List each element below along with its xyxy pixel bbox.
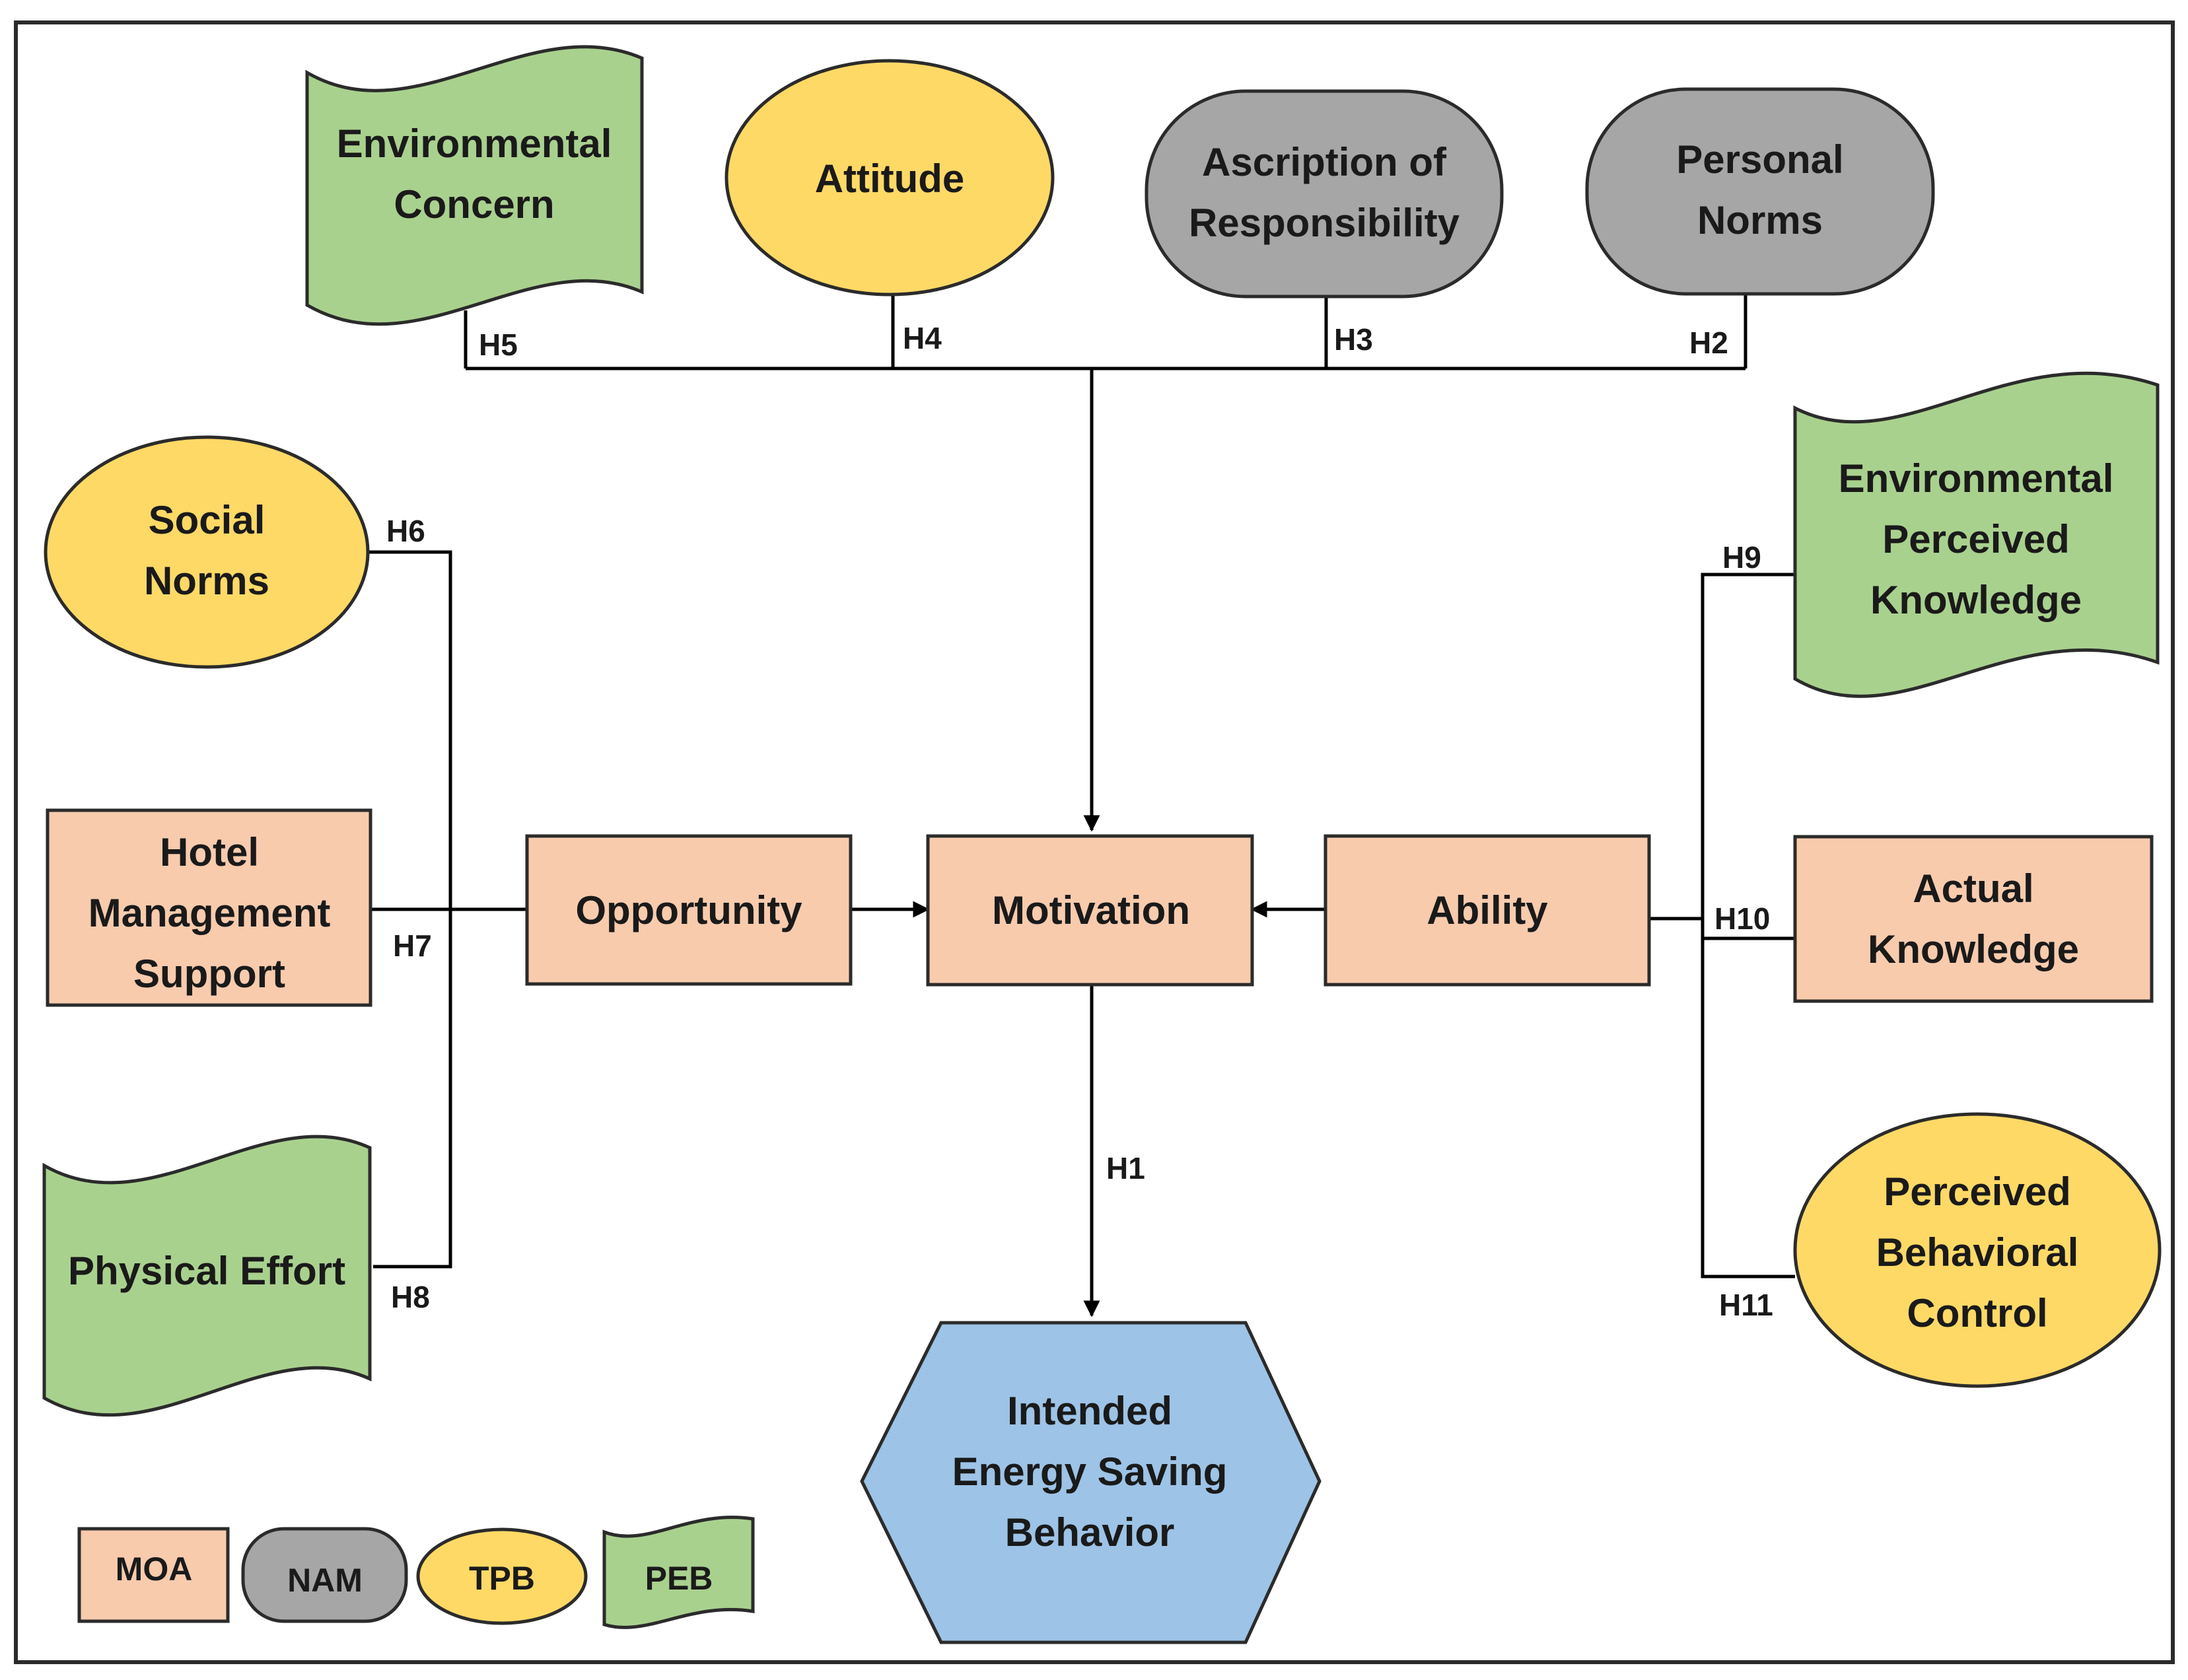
perceived-behavioral-control-label-line-1: Perceived bbox=[1884, 1170, 2071, 1214]
hypothesis-label-h4: H4 bbox=[903, 321, 942, 355]
intended-energy-saving-behavior-label-line-1: Intended bbox=[1007, 1389, 1172, 1433]
hotel-management-support-label-line-1: Hotel bbox=[160, 830, 259, 874]
node-physical-effort: Physical Effort bbox=[42, 1135, 372, 1417]
attitude-label: Attitude bbox=[815, 157, 965, 201]
legend-item-nam: NAM bbox=[241, 1527, 408, 1623]
hypothesis-label-h1: H1 bbox=[1106, 1151, 1145, 1185]
hotel-management-support-shape bbox=[46, 808, 372, 1007]
hotel-management-support-label-line-3: Support bbox=[133, 952, 285, 996]
ascription-of-responsibility-shape bbox=[1145, 89, 1504, 298]
ability-label-line-1: Ability bbox=[1427, 888, 1548, 932]
hypothesis-label-h9: H9 bbox=[1722, 540, 1761, 575]
actual-knowledge-label-line-1: Actual bbox=[1913, 866, 2033, 911]
legend-tpb-swatch bbox=[416, 1527, 588, 1625]
connectors bbox=[367, 294, 1795, 1317]
ascription-of-responsibility-label: Ascription of Responsibility bbox=[1189, 140, 1460, 245]
physical-effort-shape bbox=[42, 1135, 372, 1417]
legend-tpb-label: TPB bbox=[469, 1560, 535, 1597]
motivation-shape bbox=[926, 834, 1254, 987]
perceived-behavioral-control-label-line-3: Control bbox=[1907, 1291, 2047, 1335]
hypothesis-label-h11: H11 bbox=[1719, 1288, 1773, 1322]
ascription-of-responsibility-label-line-2: Responsibility bbox=[1189, 201, 1460, 245]
environmental-perceived-knowledge-label-line-2: Perceived bbox=[1882, 517, 2070, 561]
ability-shape bbox=[1323, 834, 1651, 987]
intended-energy-saving-behavior-label-line-2: Energy Saving bbox=[952, 1450, 1228, 1494]
hypothesis-label-h10: H10 bbox=[1714, 901, 1770, 936]
social-norms-label-line-2: Norms bbox=[144, 559, 269, 603]
node-opportunity: Opportunity bbox=[525, 834, 853, 986]
motivation-label: Motivation bbox=[992, 888, 1190, 932]
intended-energy-saving-behavior-label-line-3: Behavior bbox=[1005, 1510, 1175, 1555]
hotel-management-support-label-line-2: Management bbox=[88, 891, 331, 935]
hypothesis-label-h2: H2 bbox=[1689, 326, 1728, 360]
motivation-label-line-1: Motivation bbox=[992, 888, 1190, 932]
personal-norms-label-line-1: Personal bbox=[1676, 137, 1843, 182]
legend-item-moa: MOA bbox=[77, 1527, 230, 1623]
opportunity-label-line-1: Opportunity bbox=[575, 888, 802, 932]
attitude-shape bbox=[724, 59, 1055, 297]
social-norms-shape bbox=[44, 435, 370, 669]
legend-item-peb: PEB bbox=[602, 1516, 755, 1629]
social-norms-label-line-1: Social bbox=[149, 498, 265, 542]
physical-effort-label: Physical Effort bbox=[68, 1249, 345, 1293]
hypothesis-label-h3: H3 bbox=[1334, 322, 1373, 357]
intended-energy-saving-behavior-shape bbox=[860, 1321, 1322, 1644]
hypothesis-labels: H5 H4 H3 H2 H6 H7 H8 H9 H10 H11 H1 bbox=[386, 321, 1773, 1322]
physical-effort-label-line-1: Physical Effort bbox=[68, 1249, 345, 1293]
opportunity-shape bbox=[525, 834, 853, 986]
edge-right-bus bbox=[1701, 573, 1795, 1278]
legend-peb-swatch bbox=[602, 1516, 755, 1629]
opportunity-label: Opportunity bbox=[575, 888, 802, 932]
node-ability: Ability bbox=[1323, 834, 1651, 987]
ascription-of-responsibility-label-line-1: Ascription of bbox=[1202, 140, 1447, 184]
legend-moa-label: MOA bbox=[116, 1551, 193, 1588]
environmental-perceived-knowledge-label-line-3: Knowledge bbox=[1870, 578, 2082, 622]
legend-peb-label: PEB bbox=[645, 1560, 713, 1597]
hypothesis-label-h5: H5 bbox=[479, 328, 518, 362]
node-attitude: Attitude bbox=[724, 59, 1055, 297]
hypothesis-label-h8: H8 bbox=[391, 1280, 430, 1314]
environmental-concern-label-line-1: Environmental bbox=[337, 122, 612, 166]
personal-norms-shape bbox=[1585, 87, 1935, 296]
personal-norms-label-line-2: Norms bbox=[1697, 198, 1823, 242]
actual-knowledge-label-line-2: Knowledge bbox=[1868, 927, 2079, 971]
legend-nam-swatch bbox=[241, 1527, 408, 1623]
hypothesis-label-h7: H7 bbox=[393, 928, 432, 963]
attitude-label-line-1: Attitude bbox=[815, 157, 965, 201]
hypothesis-label-h6: H6 bbox=[386, 514, 425, 548]
legend-nam-label: NAM bbox=[287, 1562, 363, 1599]
node-ascription-of-responsibility: Ascription of Responsibility bbox=[1145, 89, 1504, 298]
legend-item-tpb: TPB bbox=[416, 1527, 588, 1625]
legend: MOA NAM TPB PEB bbox=[77, 1516, 755, 1629]
environmental-concern-label-line-2: Concern bbox=[394, 182, 554, 227]
node-motivation: Motivation bbox=[926, 834, 1254, 987]
environmental-perceived-knowledge-shape bbox=[1793, 371, 2160, 698]
perceived-behavioral-control-label-line-2: Behavioral bbox=[1876, 1230, 2079, 1275]
actual-knowledge-shape bbox=[1793, 835, 2154, 1003]
perceived-behavioral-control-shape bbox=[1793, 1112, 2162, 1388]
legend-moa-swatch bbox=[77, 1527, 230, 1623]
ability-label: Ability bbox=[1427, 888, 1548, 932]
environmental-perceived-knowledge-label-line-1: Environmental bbox=[1839, 456, 2114, 501]
environmental-concern-shape bbox=[305, 45, 644, 326]
